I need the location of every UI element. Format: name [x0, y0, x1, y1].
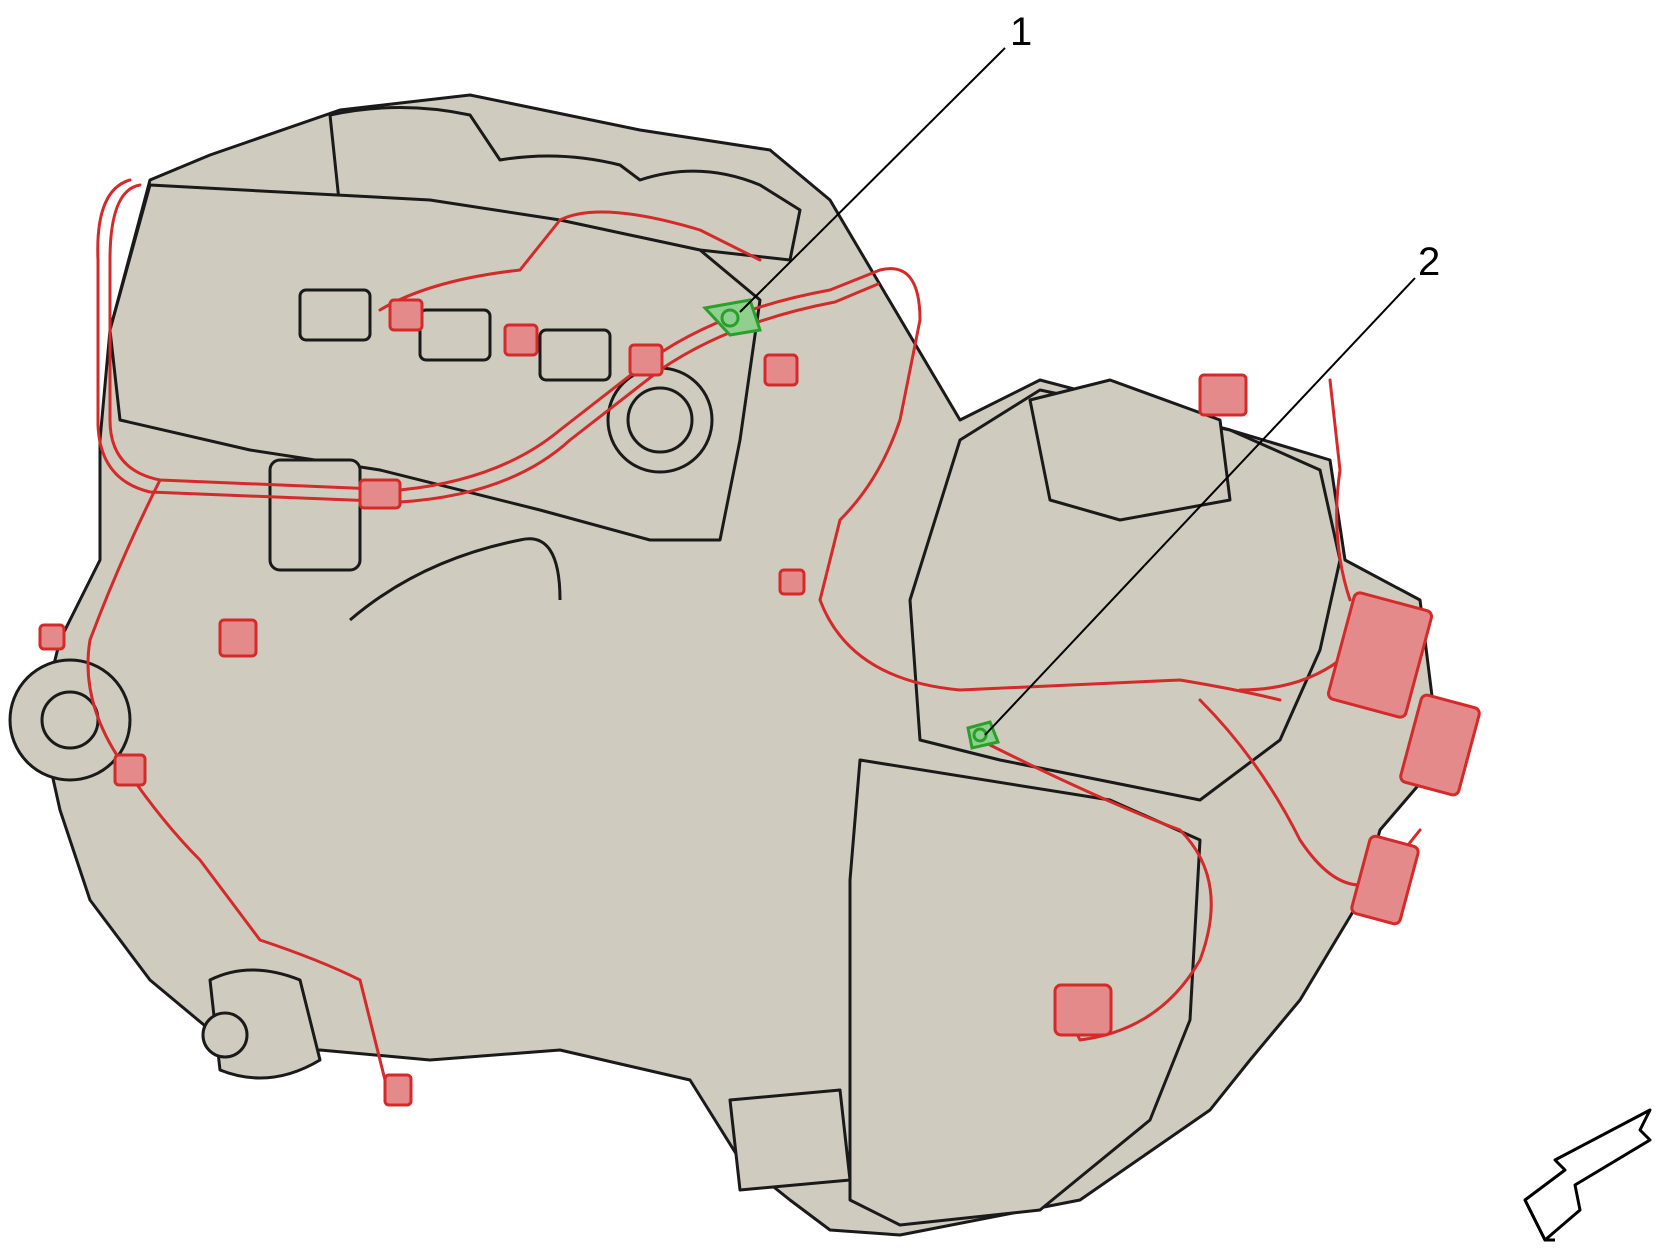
- harness-trunk-upper-outer: [96, 178, 880, 504]
- connector-trans-right-3: [1350, 834, 1420, 926]
- engine-assembly: [8, 93, 1442, 1237]
- callout-label-1: 1: [1010, 10, 1032, 54]
- intake-manifold: [328, 106, 802, 262]
- connector-coil-3: [628, 343, 664, 377]
- leader-line-2: [984, 277, 1416, 736]
- connector-trans-right-2: [1399, 693, 1481, 797]
- connector-pulley: [38, 623, 66, 651]
- ignition-coil-2: [418, 308, 492, 362]
- ignition-coil-3: [538, 328, 612, 382]
- callout-1: 1: [739, 10, 1032, 313]
- connector-top-right: [1198, 373, 1248, 417]
- callout-2: 2: [984, 240, 1440, 736]
- connector-sensor-mid: [778, 568, 806, 596]
- oil-fill-cap-inner: [626, 386, 694, 454]
- ground-1-bolt-icon: [720, 308, 740, 328]
- starter-motor: [728, 1088, 852, 1192]
- connector-bottom-left: [383, 1073, 413, 1107]
- connector-front-low: [113, 753, 147, 787]
- harness-connectors: [38, 298, 1481, 1107]
- oil-filter-end: [201, 1011, 249, 1059]
- harness-trunk-upper: [108, 183, 1282, 702]
- leader-line-1: [739, 47, 1006, 313]
- connector-front-upper: [358, 478, 402, 510]
- front-direction-arrow-icon: [1523, 1108, 1652, 1242]
- crank-pulley-hub: [40, 690, 100, 750]
- harness-branch-top-right: [1328, 378, 1352, 602]
- transmission-control-module: [1028, 378, 1232, 522]
- connector-front-mid: [218, 618, 258, 658]
- transmission-case: [908, 388, 1342, 802]
- connector-oil-pan: [1053, 983, 1113, 1037]
- ignition-coil-1: [298, 288, 372, 342]
- oil-pan: [848, 758, 1202, 1227]
- harness-branch-trans: [988, 743, 1213, 1042]
- harness-branch-coils: [378, 210, 762, 312]
- egr-tube: [349, 537, 562, 622]
- ground-2-bolt-icon: [972, 727, 988, 743]
- connector-trans-right-1: [1326, 591, 1434, 719]
- callout-label-2: 2: [1418, 240, 1440, 284]
- connector-coil-1: [388, 298, 424, 332]
- connector-injector: [763, 353, 799, 387]
- connector-coil-2: [503, 323, 539, 357]
- valve-cover: [108, 183, 762, 542]
- throttle-body: [268, 458, 362, 572]
